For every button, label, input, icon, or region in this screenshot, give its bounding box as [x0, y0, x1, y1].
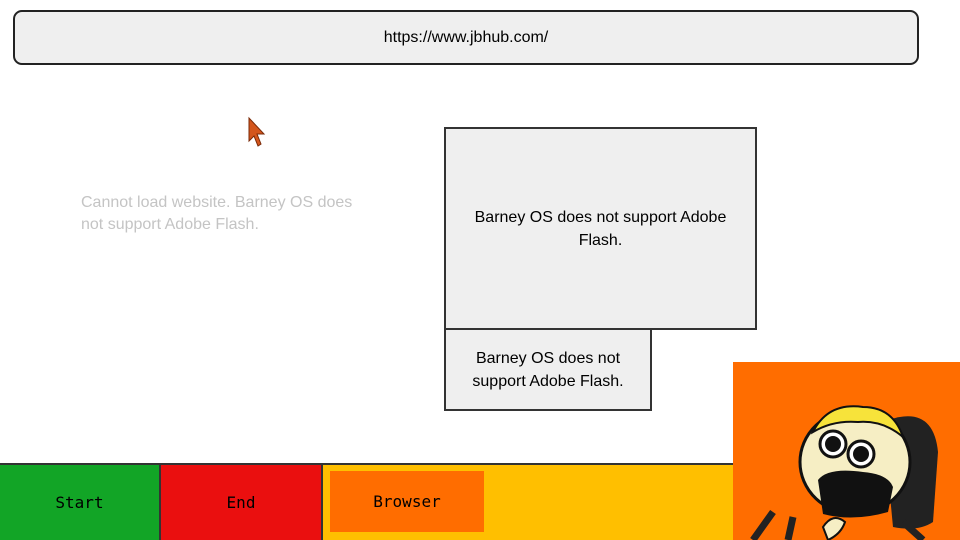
error-message: Cannot load website. Barney OS does not … [81, 194, 353, 233]
barney-mascot-icon [750, 405, 938, 540]
dialog-message: Barney OS does not support Adobe Flash. [474, 208, 727, 249]
url-text: https://www.jbhub.com/ [383, 28, 549, 46]
start-label: Start [55, 493, 104, 512]
flash-warning-dialog-small[interactable]: Barney OS does not support Adobe Flash. [444, 328, 652, 411]
end-button[interactable]: End [161, 465, 323, 540]
end-label: End [226, 493, 256, 512]
arrow-cursor-icon [248, 116, 266, 147]
browser-taskbar-button[interactable]: Browser [330, 471, 484, 532]
flash-warning-dialog[interactable]: Barney OS does not support Adobe Flash. [444, 127, 757, 330]
mascot-panel [733, 362, 960, 540]
address-bar[interactable]: https://www.jbhub.com/ [13, 10, 919, 65]
dialog-message: Barney OS does not support Adobe Flash. [472, 349, 624, 390]
start-button[interactable]: Start [0, 465, 161, 540]
browser-label: Browser [373, 492, 441, 511]
